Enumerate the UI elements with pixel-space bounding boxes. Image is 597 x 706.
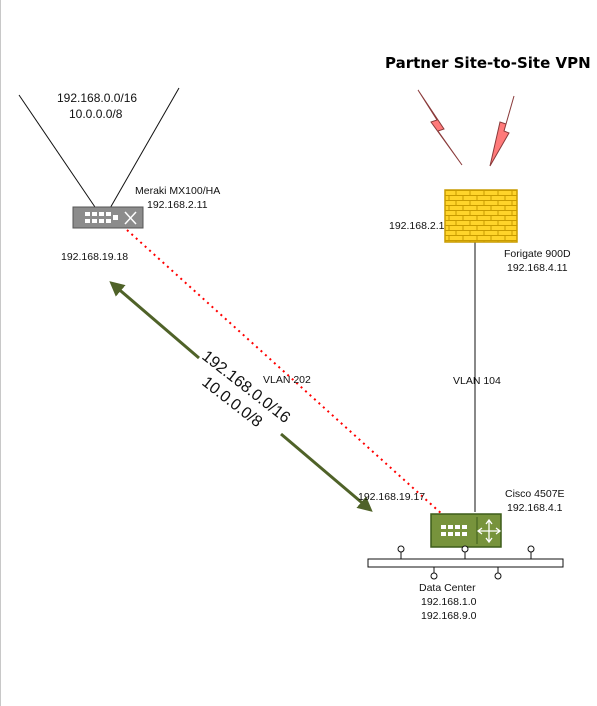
forigate-inside-ip: 192.168.2.1: [389, 220, 445, 232]
meraki-appliance-icon[interactable]: [72, 206, 144, 229]
datacenter-subnet-1: 192.168.1.0: [421, 596, 477, 608]
vlan-left-label: VLAN 202: [263, 374, 311, 386]
lightning-icon: [489, 95, 515, 167]
meraki-name: Meraki MX100/HA: [135, 185, 220, 197]
cisco-link-ip: 192.168.19.17: [358, 491, 425, 503]
cisco-name: Cisco 4507E: [505, 488, 565, 500]
vlan-right-label: VLAN 104: [453, 375, 501, 387]
cisco-ip: 192.168.4.1: [507, 502, 563, 514]
datacenter-bus-icon: [367, 545, 564, 580]
meraki-ip: 192.168.2.11: [147, 199, 208, 211]
lightning-icon: [417, 89, 463, 166]
meraki-lan-ip: 192.168.19.18: [61, 251, 128, 263]
meraki-cisco-vpn-link: [126, 229, 444, 516]
firewall-icon[interactable]: [444, 189, 518, 243]
forigate-ip: 192.168.4.11: [507, 262, 568, 274]
meraki-route-2: 10.0.0.0/8: [69, 107, 123, 121]
forigate-name: Forigate 900D: [504, 248, 571, 260]
meraki-route-1: 192.168.0.0/16: [57, 91, 137, 105]
datacenter-subnet-2: 192.168.9.0: [421, 610, 477, 622]
datacenter-name: Data Center: [419, 582, 476, 594]
route-arrow-upper: [109, 281, 200, 360]
route-arrow-lower: [280, 432, 373, 512]
diagram-title: Partner Site-to-Site VPN: [385, 54, 591, 72]
meraki-wan-line-left: [18, 94, 98, 211]
meraki-wan-line-right: [108, 87, 180, 211]
cisco-switch-icon[interactable]: [430, 513, 502, 548]
